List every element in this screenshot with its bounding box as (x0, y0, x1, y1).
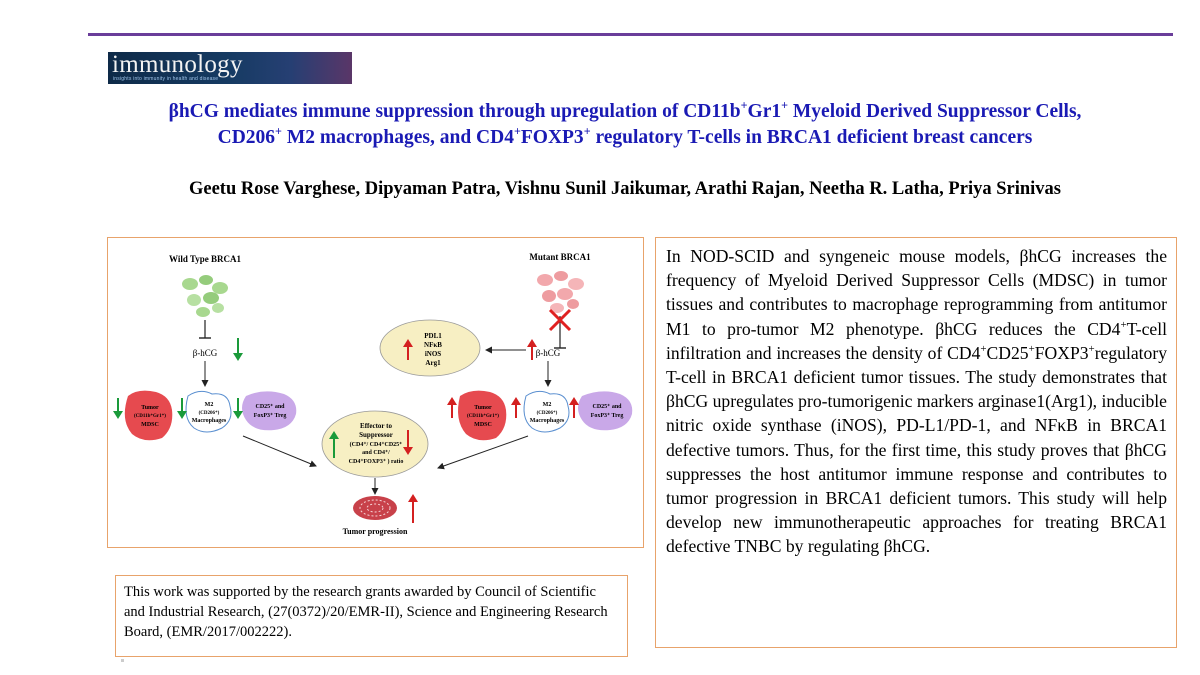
down-arrow-icon (233, 398, 243, 419)
abstract-sup: + (1120, 318, 1127, 331)
effector-label: Suppressor (359, 431, 393, 439)
paper-title-line-2: CD206+ M2 macrophages, and CD4+FOXP3+ re… (80, 124, 1170, 149)
paper-title-line-1: βhCG mediates immune suppression through… (80, 98, 1170, 123)
journal-logo: immunology insights into immunity in hea… (108, 52, 352, 84)
arrow (437, 435, 529, 470)
marker-label: NFκB (424, 341, 442, 349)
abstract-text: In NOD-SCID and syngeneic mouse models, … (666, 244, 1167, 559)
m2-macrophage-shape-right (523, 390, 570, 433)
title-sup: + (740, 98, 748, 113)
marker-label: PDL1 (424, 332, 442, 340)
title-text: Gr1 (747, 101, 782, 122)
marker-label: iNOS (425, 350, 441, 358)
effector-ellipse (321, 410, 429, 478)
title-sup: + (781, 98, 789, 113)
up-arrow-icon (408, 494, 418, 523)
up-arrow-icon (447, 397, 457, 418)
title-text: CD206 (217, 127, 276, 148)
effector-label: CD4⁺FOXP3⁺ ) ratio (349, 458, 404, 465)
abstract-sup: + (980, 342, 987, 355)
tumor-mdsc-blob-right (458, 390, 507, 441)
funding-note: This work was supported by the research … (115, 575, 628, 657)
treg-label: CD25⁺ and (255, 403, 285, 410)
journal-logo-wordmark: immunology (112, 52, 243, 78)
tumor-mdsc-label: MDSC (141, 422, 159, 428)
m2-label: M2 (543, 402, 552, 408)
title-text: FOXP3 (520, 127, 584, 148)
bhcg-label-right: β-hCG (536, 348, 561, 358)
abstract-segment: In NOD-SCID and syngeneic mouse models, … (666, 246, 1167, 339)
m2-label: M2 (205, 402, 214, 408)
wild-type-label: Wild Type BRCA1 (169, 254, 242, 264)
title-text: βhCG mediates immune suppression through… (168, 101, 741, 122)
up-arrow-icon (569, 397, 579, 418)
m2-label: (CD206⁺) (199, 410, 220, 416)
mutant-label: Mutant BRCA1 (529, 252, 591, 262)
effector-label: (CD4⁺/ CD4⁺CD25⁺ (350, 441, 403, 448)
abstract-segment: regulatory T-cell in BRCA1 deficient tum… (666, 342, 1167, 557)
title-text: regulatory T-cells in BRCA1 deficient br… (590, 127, 1033, 148)
abstract-sup: + (1088, 342, 1095, 355)
pathway-diagram: Wild Type BRCA1 β-hCG Tumor (CD11b⁺Gr1⁺)… (113, 252, 633, 536)
title-text: M2 macrophages, and CD4 (281, 127, 514, 148)
mutant-cells-icon (537, 271, 584, 313)
decorative-dot (121, 659, 124, 662)
marker-label: Arg1 (425, 359, 441, 367)
up-arrow-icon (527, 339, 537, 360)
abstract-segment: FOXP3 (1034, 342, 1089, 363)
tumor-progression-label: Tumor progression (343, 527, 408, 536)
treg-label: FoxP3⁺ Treg (254, 412, 287, 419)
tumor-mdsc-label: (CD11b⁺Gr1⁺) (134, 413, 166, 419)
up-arrow-icon (329, 431, 339, 458)
treg-blob-left (242, 391, 297, 431)
treg-blob-right (578, 391, 633, 431)
bhcg-label-left: β-hCG (193, 348, 218, 358)
tumor-tissue-icon (353, 496, 397, 520)
treg-label: FoxP3⁺ Treg (591, 412, 624, 419)
effector-label: Effector to (360, 422, 392, 430)
abstract-segment: T-cell infiltration and increases the de… (666, 318, 1167, 363)
tumor-mdsc-blob-left (124, 390, 173, 441)
down-arrow-icon (113, 398, 123, 419)
journal-logo-tagline: insights into immunity in health and dis… (113, 76, 219, 82)
abstract-panel: In NOD-SCID and syngeneic mouse models, … (655, 237, 1177, 648)
title-sup: + (583, 124, 591, 139)
down-arrow-icon (233, 338, 243, 361)
down-arrow-icon (177, 398, 187, 419)
title-text: Myeloid Derived Suppressor Cells, (788, 101, 1082, 122)
tumor-mdsc-label: MDSC (474, 422, 492, 428)
down-arrow-icon (403, 430, 413, 455)
cross-icon (548, 308, 572, 332)
markers-ellipse (379, 319, 481, 377)
m2-label: Macrophages (192, 418, 227, 424)
wild-type-cells-icon (182, 275, 228, 317)
graphical-abstract: Wild Type BRCA1 β-hCG Tumor (CD11b⁺Gr1⁺)… (107, 237, 644, 548)
effector-label: and CD4⁺/ (362, 449, 390, 456)
tumor-mdsc-label: Tumor (141, 405, 159, 411)
m2-label: (CD206⁺) (537, 410, 558, 416)
abstract-segment: CD25 (986, 342, 1029, 363)
header-rule (88, 33, 1173, 36)
m2-label: Macrophages (530, 418, 565, 424)
m2-macrophage-shape-left (185, 390, 232, 433)
up-arrow-icon (403, 339, 413, 360)
treg-label: CD25⁺ and (592, 403, 622, 410)
abstract-sup: + (1028, 342, 1035, 355)
tumor-mdsc-label: (CD11b⁺Gr1⁺) (467, 413, 499, 419)
author-list: Geetu Rose Varghese, Dipyaman Patra, Vis… (189, 179, 1061, 199)
arrow (242, 435, 317, 467)
tumor-mdsc-label: Tumor (474, 405, 492, 411)
up-arrow-icon (511, 397, 521, 418)
title-sup: + (513, 124, 521, 139)
title-sup: + (275, 124, 282, 139)
